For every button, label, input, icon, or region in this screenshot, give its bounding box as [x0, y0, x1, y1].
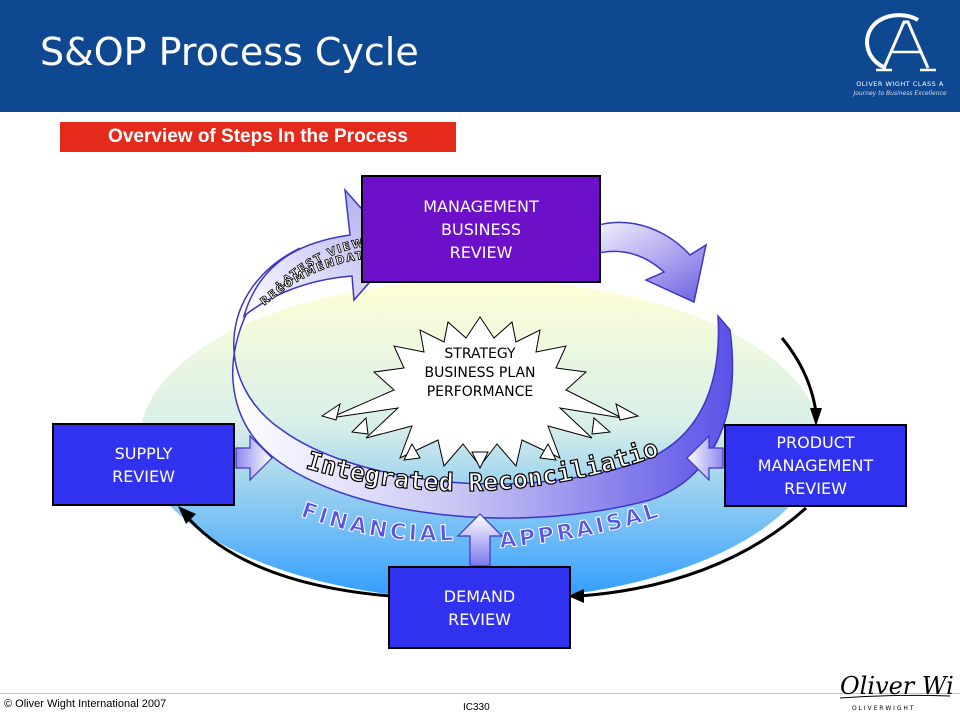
page-title: S&OP Process Cycle: [40, 30, 419, 74]
product-inflow-arrow: [686, 434, 724, 482]
management-outflow-arrow: [571, 221, 708, 304]
box-label-line: REVIEW: [784, 479, 847, 498]
logo-tagline: Journey to Business Excellence: [853, 90, 947, 97]
box-label-line: REVIEW: [112, 466, 175, 486]
star-label-line: BUSINESS PLAN: [424, 365, 536, 381]
header-bar: S&OP Process Cycle OLIVER WIGHT CLASS A …: [0, 0, 960, 112]
star-ray-arrows: [320, 402, 640, 470]
signature-icon: Oliver Wight O L I V E R W I G H T: [839, 672, 960, 712]
box-label-line: REVIEW: [449, 242, 513, 262]
integrated-reconciliation-arc: [232, 247, 734, 519]
demand-review-box: DEMAND REVIEW: [388, 566, 571, 649]
latest-view-arrow: [242, 187, 399, 319]
product-management-review-box: PRODUCT MANAGEMENT REVIEW: [724, 424, 907, 507]
box-label-line: REVIEW: [448, 609, 511, 629]
box-label-line: DEMAND: [443, 586, 516, 606]
slide-code: IC330: [463, 702, 490, 713]
strategy-star-text: STRATEGY BUSINESS PLAN PERFORMANCE: [380, 345, 580, 402]
box-label-line: MANAGEMENT: [757, 456, 874, 475]
demand-inflow-arrow: [456, 513, 504, 567]
section-subtitle: Overview of Steps In the Process: [60, 122, 456, 152]
copyright-text: © Oliver Wight International 2007: [4, 698, 167, 710]
class-a-logo: OLIVER WIGHT CLASS A Journey to Business…: [846, 10, 954, 108]
star-label-line: STRATEGY: [444, 346, 516, 362]
cycle-arrow-left-bottom: [188, 518, 391, 598]
supply-inflow-arrow: [235, 434, 273, 482]
oliver-wight-signature: Oliver Wight O L I V E R W I G H T: [836, 664, 960, 716]
cycle-arrow-right-top: [780, 337, 818, 413]
star-label-line: PERFORMANCE: [426, 384, 534, 400]
svg-text:O L I V E R W I G H T: O L I V E R W I G H T: [852, 705, 914, 712]
box-label-line: SUPPLY: [114, 443, 173, 463]
logo-text: OLIVER WIGHT CLASS A: [856, 80, 944, 88]
box-label-line: BUSINESS: [441, 219, 521, 239]
cycle-arrow-right-bottom: [579, 506, 808, 598]
box-label-line: PRODUCT: [776, 433, 855, 452]
management-business-review-box: MANAGEMENT BUSINESS REVIEW: [361, 175, 601, 283]
box-label-line: MANAGEMENT: [423, 196, 539, 216]
class-a-logo-icon: [865, 13, 936, 72]
supply-review-box: SUPPLY REVIEW: [52, 423, 235, 506]
footer-divider: [0, 693, 960, 694]
